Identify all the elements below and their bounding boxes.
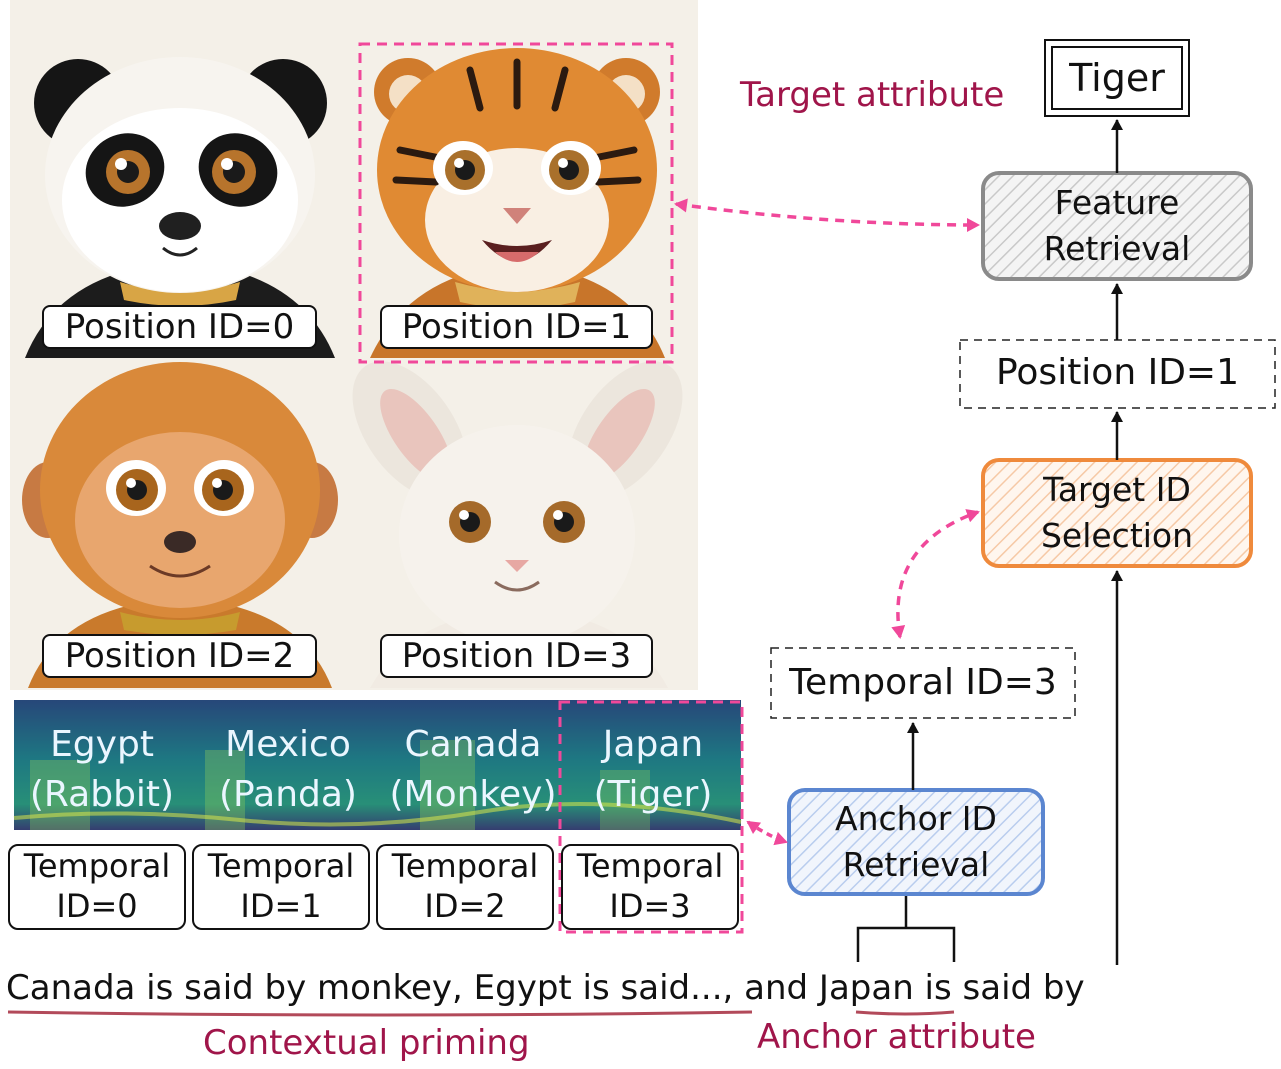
anchor-id-retrieval-box: Anchor ID Retrieval [789,796,1043,888]
anchor-underline [855,1010,955,1016]
input-sentence: Canada is said by monkey, Egypt is said.… [6,968,1085,1008]
target-attribute-label: Target attribute [740,75,1005,115]
animal-label: (Rabbit) [29,774,175,815]
anchor-id-retrieval-line1: Anchor ID [835,799,997,838]
position-label-1: Position ID=1 [380,305,653,349]
spectrogram [13,700,742,830]
position-id-box-shape [959,339,1276,409]
country-label: Canada [404,724,542,765]
anchor-bracket [856,896,956,962]
position-id-box: Position ID=1 [995,352,1240,393]
spectrogram-word-egypt: Egypt (Rabbit) [14,720,190,820]
temporal-id-box-shape [770,647,1076,719]
temporal-box-1: Temporal ID=1 [192,844,370,930]
animal-label: (Tiger) [593,774,713,815]
spectrogram-word-japan: Japan (Tiger) [565,720,741,820]
temporal-box-3: Temporal ID=3 [561,844,739,930]
animal-label: (Panda) [219,774,357,815]
tiger-output-value: Tiger [1069,56,1165,100]
contextual-priming-label: Contextual priming [203,1023,530,1063]
temporal-box-line1: Temporal [23,847,171,885]
tiger-output-box-inner [1051,46,1183,110]
tiger-selection-frame [358,42,674,364]
anchor-id-retrieval-box-shape [787,788,1045,896]
position-label-2: Position ID=2 [42,634,317,678]
pink-arrow-japan-anchor [746,820,788,846]
feature-retrieval-line1: Feature [1054,183,1180,222]
temporal-box-2: Temporal ID=2 [376,844,554,930]
pink-arrow-temporal-target [891,509,980,639]
pink-arrow-tiger-feature [674,198,980,232]
position-label-0: Position ID=0 [42,305,317,349]
feature-retrieval-line2: Retrieval [1043,229,1191,268]
temporal-box-line1: Temporal [576,847,724,885]
feature-retrieval-box: Feature Retrieval [983,180,1251,272]
temporal-box-line2: ID=1 [240,887,322,925]
temporal-id-box: Temporal ID=3 [789,662,1057,703]
spectrogram-word-canada: Canada (Monkey) [385,720,561,820]
spectrogram-word-mexico: Mexico (Panda) [200,720,376,820]
temporal-box-line2: ID=3 [609,887,691,925]
country-label: Mexico [225,724,351,765]
temporal-box-line2: ID=0 [56,887,138,925]
country-label: Egypt [50,724,154,765]
target-id-selection-line2: Selection [1040,516,1194,555]
target-id-selection-box: Target ID Selection [983,467,1251,559]
japan-selection-frame [558,700,744,934]
temporal-box-0: Temporal ID=0 [8,844,186,930]
anchor-attribute-label: Anchor attribute [757,1017,1036,1057]
temporal-box-line2: ID=2 [424,887,506,925]
target-id-selection-line1: Target ID [1043,470,1191,509]
animal-label: (Monkey) [389,774,557,815]
contextual-priming-underline [7,1010,753,1017]
anchor-id-retrieval-line2: Retrieval [842,845,990,884]
temporal-box-line1: Temporal [391,847,539,885]
temporal-box-line1: Temporal [207,847,355,885]
country-label: Japan [602,724,704,765]
position-label-3: Position ID=3 [380,634,653,678]
